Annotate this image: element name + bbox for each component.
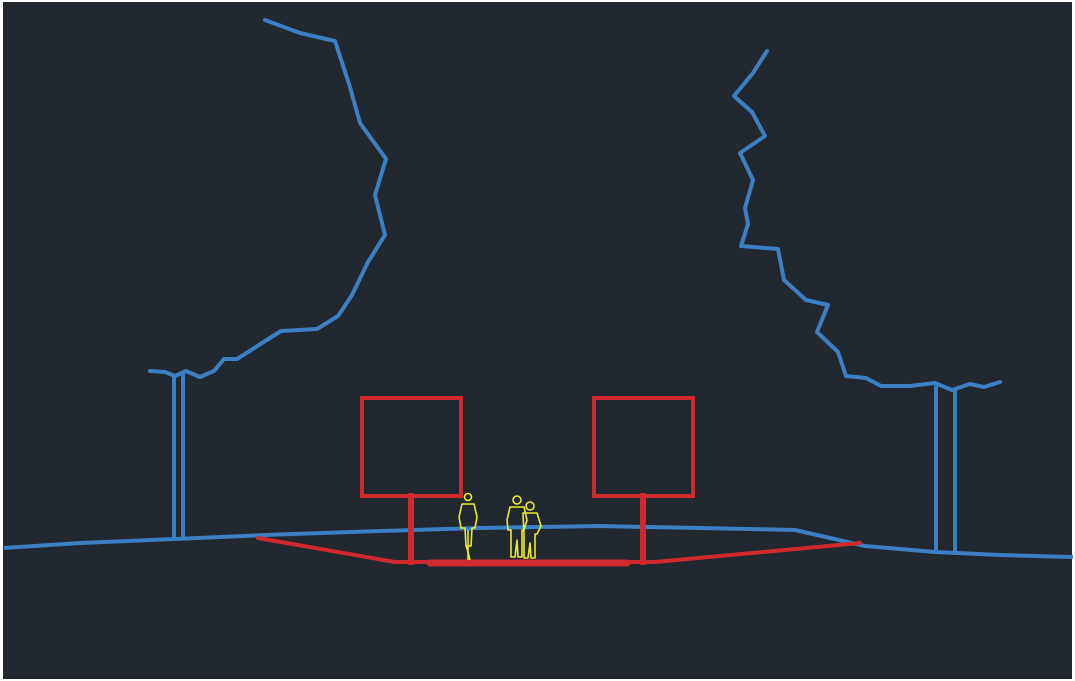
path-structure [256, 536, 862, 567]
drawing-background [3, 2, 1072, 679]
sign-board-icon [360, 396, 463, 565]
left-embankment [256, 536, 432, 564]
pedestrian-pair-figure-icon [506, 495, 542, 559]
cyclist-figure-icon [458, 492, 478, 561]
ground-line [3, 524, 1074, 559]
left-tree-icon [148, 18, 388, 541]
right-embankment [625, 541, 862, 564]
sign-board-icon [592, 396, 695, 565]
right-tree-canopy [732, 49, 1002, 392]
right-tree-icon [732, 49, 1002, 555]
left-tree-canopy [148, 18, 388, 379]
